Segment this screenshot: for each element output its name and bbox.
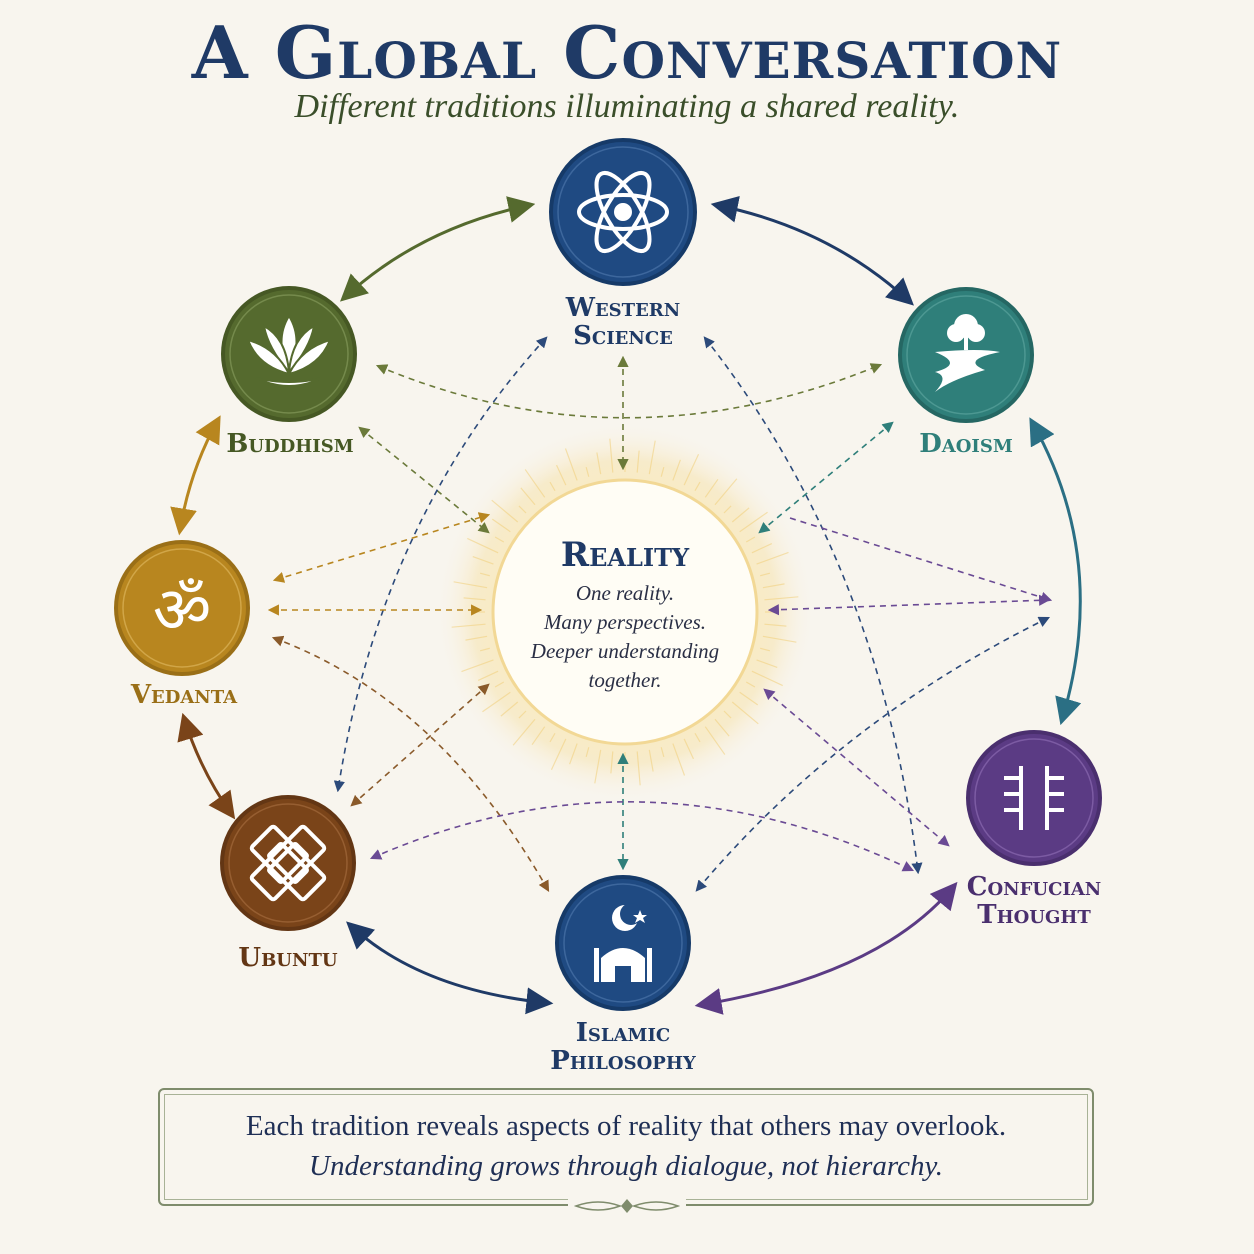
buddhism-label: Buddhism: [226, 429, 353, 459]
dash-ubuntu-reality: [350, 683, 490, 807]
node-confucian-thought[interactable]: Confucian Thought: [966, 730, 1102, 930]
islamic-label-1: Islamic: [576, 1018, 670, 1048]
arrow-islamic-ubuntu: [346, 921, 554, 1015]
sun-ray: [660, 747, 665, 758]
sun-ray: [672, 459, 681, 481]
footer-ornament-icon: [568, 1196, 686, 1216]
dash-reality-confucian-b: [763, 688, 950, 847]
reality-line-4: together.: [589, 668, 662, 692]
dash-daoism-reality: [758, 421, 894, 534]
vedanta-label: Vedanta: [130, 680, 238, 710]
reality-line-3: Deeper understanding: [530, 639, 719, 663]
sun-ray: [569, 743, 578, 765]
page-title: A Global Conversation: [191, 10, 1063, 95]
sun-ray: [683, 454, 700, 486]
arrow-vedanta-buddhism: [170, 415, 221, 536]
interlocking-knot-icon: [249, 824, 327, 902]
sun-ray: [636, 450, 640, 473]
footer-quote-box: Each tradition reveals aspects of realit…: [158, 1088, 1094, 1206]
sun-ray: [683, 738, 695, 760]
arrow-buddhism-western: [340, 196, 536, 302]
dashed-connections: [267, 336, 1053, 892]
sun-ray: [660, 466, 665, 477]
sun-ray: [596, 452, 602, 475]
arrow-western-daoism: [710, 196, 914, 306]
dash-reality-confucian-a: [767, 594, 1051, 616]
sun-ray: [648, 440, 656, 475]
sun-ray: [549, 481, 556, 492]
sun-ray: [609, 438, 614, 473]
node-western-science[interactable]: Western Science: [549, 138, 697, 351]
sun-ray: [564, 448, 578, 481]
sun-ray: [672, 743, 686, 776]
outer-ring-arrows: [170, 196, 1082, 1015]
sun-ray: [585, 466, 590, 477]
dash-vedanta-top: [272, 512, 491, 583]
footer-line-1: Each tradition reveals aspects of realit…: [245, 1110, 1007, 1142]
sun-ray: [636, 751, 641, 786]
node-ubuntu[interactable]: Ubuntu: [220, 795, 356, 973]
sun-ray: [648, 749, 654, 772]
western-science-label-2: Science: [573, 321, 673, 351]
node-vedanta[interactable]: ॐ Vedanta: [114, 540, 250, 710]
dash-daoism-confucian-side: [789, 517, 1053, 603]
tree-path-icon: [935, 314, 1000, 392]
sun-ray: [555, 464, 567, 486]
sun-ray: [694, 481, 701, 492]
node-buddhism[interactable]: Buddhism: [221, 286, 357, 459]
sun-ray: [594, 749, 602, 784]
reality-title: Reality: [561, 535, 690, 575]
reality-line-2: Many perspectives.: [543, 610, 706, 634]
arrow-ubuntu-vedanta: [177, 712, 236, 820]
arrow-daoism-confucian: [1029, 417, 1082, 726]
confucian-label-1: Confucian: [967, 872, 1101, 902]
reality-line-1: One reality.: [576, 581, 674, 605]
arrow-confucian-islamic: [694, 881, 958, 1015]
reality-center: Reality One reality. Many perspectives. …: [530, 535, 719, 692]
crescent-mosque-icon: [594, 903, 652, 982]
node-daoism[interactable]: Daoism: [898, 287, 1034, 459]
dash-ubuntu-confucian: [369, 801, 915, 872]
sun-ray: [610, 751, 614, 774]
om-icon: ॐ: [153, 574, 211, 648]
islamic-label-2: Philosophy: [550, 1046, 697, 1076]
atom-icon: [577, 170, 669, 254]
lotus-icon: [246, 314, 332, 387]
ubuntu-label: Ubuntu: [238, 943, 337, 973]
page-subtitle: Different traditions illuminating a shar…: [294, 88, 960, 125]
sun-ray: [549, 732, 556, 743]
node-islamic-philosophy[interactable]: Islamic Philosophy: [550, 875, 697, 1076]
sun-ray: [550, 738, 567, 770]
confucian-glyph-icon: [1004, 766, 1064, 830]
dash-confucian-islamic: [695, 616, 1051, 892]
sun-ray: [585, 747, 590, 758]
daoism-label: Daoism: [919, 429, 1013, 459]
dash-buddhism-daoism: [375, 363, 883, 419]
western-science-label-1: Western: [565, 293, 680, 323]
confucian-label-2: Thought: [977, 900, 1091, 930]
footer-line-2: Understanding grows through dialogue, no…: [309, 1150, 943, 1182]
